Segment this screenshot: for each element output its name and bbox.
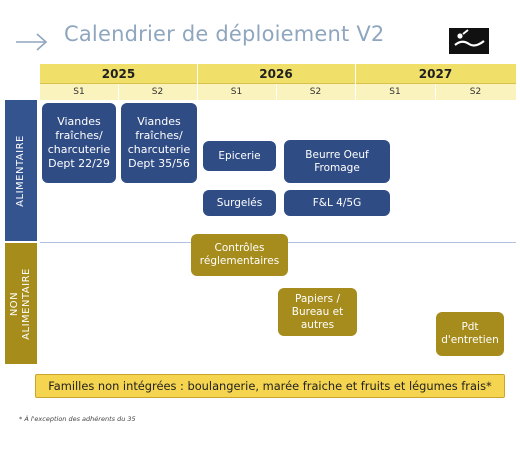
box-surgeles: Surgelés	[203, 190, 276, 216]
category-non-alimentaire-label: NON ALIMENTAIRE	[9, 268, 33, 340]
semester-label: S1	[389, 87, 401, 97]
year-2026: 2026	[259, 67, 293, 81]
semester-band	[40, 84, 516, 100]
semester-divider	[435, 84, 436, 100]
box-entretien: Pdt d'entretien	[436, 312, 504, 356]
box-epicerie: Epicerie	[203, 141, 276, 171]
semester-label: S2	[151, 87, 164, 97]
category-non-line1: NON	[9, 291, 20, 316]
year-divider	[197, 64, 198, 100]
semester-label: S2	[469, 87, 482, 97]
year-divider	[355, 64, 356, 100]
year-2025: 2025	[101, 67, 136, 81]
year-band	[40, 64, 516, 84]
logo	[449, 28, 489, 54]
semester-label: S2	[309, 87, 322, 97]
category-non-line2: ALIMENTAIRE	[21, 267, 32, 340]
semester-label: S1	[230, 87, 243, 97]
semester-divider	[118, 84, 119, 100]
footer-banner: Familles non intégrées : boulangerie, ma…	[35, 374, 505, 398]
box-controles: Contrôles réglementaires	[191, 234, 288, 276]
arrow-icon	[16, 33, 48, 51]
box-fl: F&L 4/5G	[284, 190, 390, 216]
box-papiers: Papiers / Bureau et autres	[278, 288, 357, 336]
box-beurre-oeuf-fromage: Beurre Oeuf Fromage	[284, 140, 390, 183]
category-non-alimentaire: NON ALIMENTAIRE	[5, 243, 37, 364]
year-2027: 2027	[418, 67, 453, 81]
semester-label: S1	[73, 87, 85, 97]
box-viandes-22-29: Viandes fraîches/ charcuterie Dept 22/29	[42, 103, 116, 183]
footnote: * À l'exception des adhérents du 35	[19, 415, 136, 423]
category-alimentaire-label: ALIMENTAIRE	[15, 134, 26, 207]
logo-icon	[454, 29, 485, 47]
box-viandes-35-56: Viandes fraîches/ charcuterie Dept 35/56	[121, 103, 197, 183]
category-alimentaire: ALIMENTAIRE	[5, 100, 37, 241]
page-title: Calendrier de déploiement V2	[64, 22, 385, 46]
semester-divider	[276, 84, 277, 100]
